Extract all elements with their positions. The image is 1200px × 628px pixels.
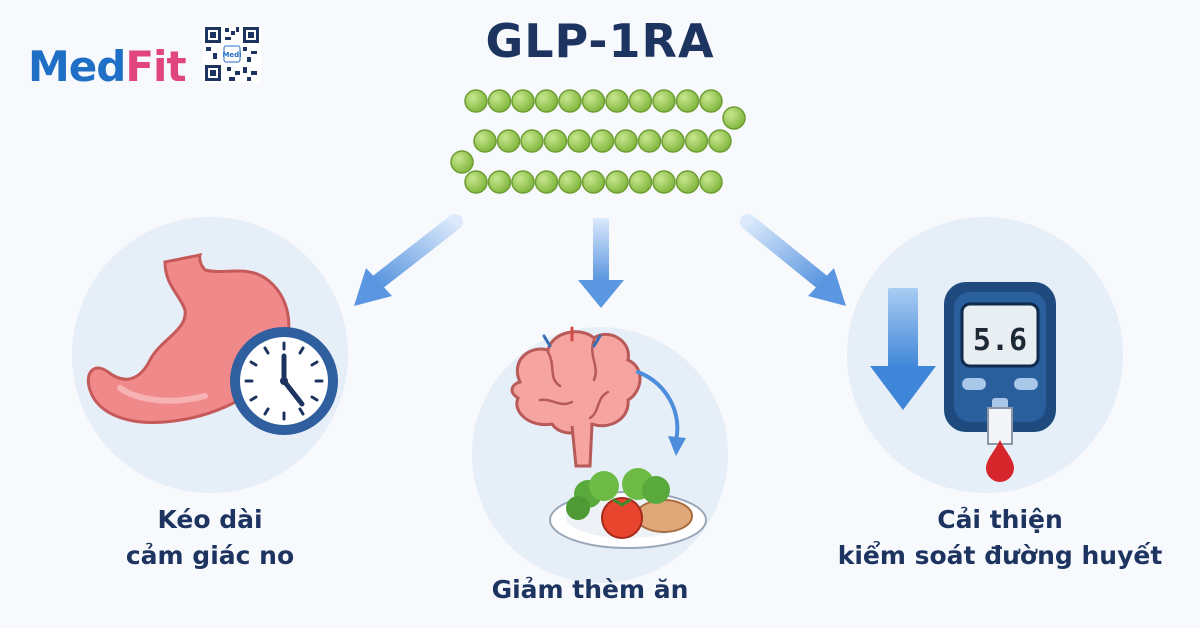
peptide-bead: [708, 129, 732, 153]
caption-glucose: Cải thiện kiểm soát đường huyết: [820, 502, 1180, 574]
peptide-bead: [520, 129, 544, 153]
brand-logo-med: Med: [28, 42, 126, 91]
peptide-bead: [534, 89, 559, 113]
peptide-bead: [614, 129, 638, 153]
caption-stomach-line1: Kéo dài: [157, 505, 263, 534]
peptide-bead: [722, 106, 746, 130]
peptide-bead: [699, 170, 723, 194]
caption-glucose-line2: kiểm soát đường huyết: [837, 541, 1163, 570]
brain-icon: [510, 326, 642, 468]
qr-code-icon: Medi: [203, 25, 261, 83]
peptide-bead: [511, 89, 535, 113]
peptide-bead: [558, 89, 582, 113]
caption-appetite-line1: Giảm thèm ăn: [491, 575, 689, 604]
peptide-bead: [581, 89, 606, 113]
peptide-chain: [450, 89, 746, 194]
brand-logo: MedFit: [28, 42, 187, 91]
food-plate-icon: [549, 468, 707, 549]
peptide-bead: [675, 89, 700, 113]
peptide-bead: [684, 129, 709, 153]
diagram-title: GLP-1RA: [485, 14, 715, 68]
peptide-bead: [464, 170, 488, 194]
peptide-bead: [605, 89, 629, 113]
clock-icon: [230, 327, 338, 435]
peptide-bead: [637, 129, 662, 153]
peptide-bead: [699, 89, 723, 113]
peptide-bead: [628, 89, 653, 113]
peptide-bead: [581, 170, 606, 194]
peptide-bead: [464, 89, 488, 113]
brand-logo-fit: Fit: [125, 42, 186, 91]
down-arrow-icon: [870, 288, 936, 410]
peptide-bead: [652, 89, 676, 113]
peptide-bead: [605, 170, 629, 194]
arrow-middle: [578, 218, 624, 308]
peptide-bead: [661, 129, 685, 153]
arrow-left: [354, 214, 463, 306]
caption-stomach-line2: cảm giác no: [125, 541, 295, 570]
peptide-bead: [590, 129, 615, 153]
peptide-bead: [450, 150, 474, 174]
peptide-bead: [487, 170, 512, 194]
peptide-bead: [543, 129, 568, 153]
peptide-bead: [534, 170, 559, 194]
caption-appetite: Giảm thèm ăn: [440, 572, 740, 608]
qr-label: Medi: [222, 51, 241, 59]
blood-drop-icon: [986, 440, 1014, 482]
peptide-bead: [496, 129, 521, 153]
caption-glucose-line1: Cải thiện: [937, 505, 1063, 534]
glucometer-icon: 5.6: [944, 282, 1056, 445]
peptide-bead: [558, 170, 582, 194]
curved-arrow-icon: [636, 370, 686, 456]
peptide-bead: [511, 170, 535, 194]
peptide-bead: [675, 170, 700, 194]
glucometer-reading: 5.6: [973, 323, 1027, 358]
caption-stomach: Kéo dài cảm giác no: [80, 502, 340, 574]
peptide-bead: [487, 89, 512, 113]
peptide-bead: [567, 129, 591, 153]
peptide-bead: [473, 129, 497, 153]
peptide-bead: [628, 170, 653, 194]
peptide-bead: [652, 170, 676, 194]
arrow-right: [740, 214, 846, 306]
